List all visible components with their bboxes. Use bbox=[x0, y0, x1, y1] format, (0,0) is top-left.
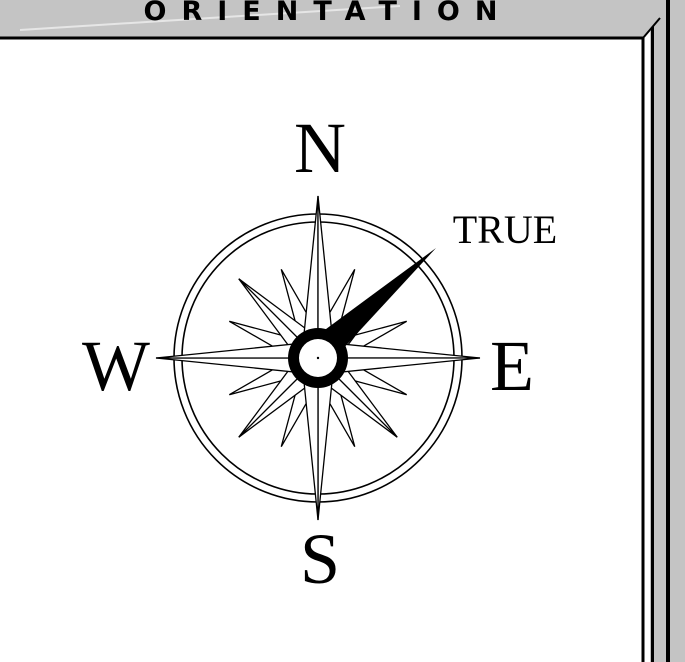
north-label: N bbox=[294, 108, 346, 188]
page-title: ORIENTATION bbox=[144, 0, 513, 27]
frame-right-rail-outer-line bbox=[666, 0, 670, 662]
west-label: W bbox=[82, 326, 150, 406]
east-label: E bbox=[490, 326, 534, 406]
true-north-label: TRUE bbox=[453, 207, 557, 252]
south-label: S bbox=[300, 519, 340, 599]
compass-hub-pivot bbox=[317, 357, 319, 359]
frame-right-rail-inner-line bbox=[651, 0, 654, 662]
